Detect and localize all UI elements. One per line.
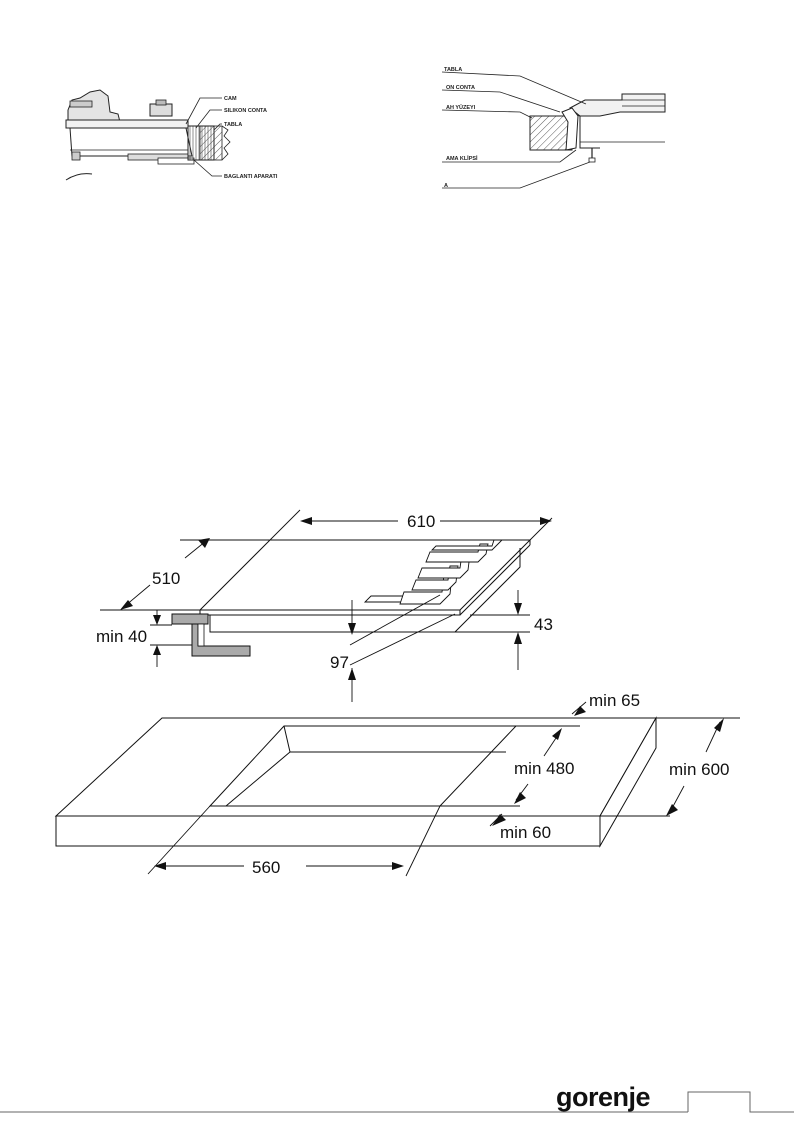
- cutout-dimension-lines: [147, 701, 740, 877]
- label-baglanti-aparati: BAGLANTI APARATI: [224, 174, 278, 180]
- dim-back-margin: min 65: [589, 691, 640, 710]
- cutout-dimension-arrows: [154, 706, 724, 870]
- label-cam: CAM: [224, 96, 237, 102]
- dim-hob-width: 610: [407, 512, 435, 531]
- dim-cutout-depth: min 480: [514, 759, 574, 778]
- label-tabla-left: TABLA: [224, 122, 242, 128]
- dim-inner-height: 97: [330, 653, 349, 672]
- brand-logo: gorenje: [556, 1082, 651, 1112]
- label-tabla-right: TABLA: [444, 67, 462, 73]
- dim-worktop-depth: min 600: [669, 760, 729, 779]
- dim-cutout-width: 560: [252, 858, 280, 877]
- hob-dimension-lines: [100, 509, 553, 702]
- worktop-cutout-drawing: [54, 716, 657, 848]
- dim-hob-height: 43: [534, 615, 553, 634]
- label-bottom: A: [444, 183, 448, 189]
- hob-perspective-drawing: [171, 539, 532, 657]
- dim-hob-depth: 510: [152, 569, 180, 588]
- label-ama-klipsi: AMA KLİPSİ: [446, 155, 478, 162]
- label-silikon-conta: SILIKON CONTA: [224, 108, 267, 114]
- dim-front-margin: min 60: [500, 823, 551, 842]
- page-footer: gorenje: [0, 1082, 794, 1113]
- label-ah-yuzeyi: AH YÜZEYI: [446, 104, 476, 111]
- dim-min-below: min 40: [96, 627, 147, 646]
- hob-dimension-arrows: [120, 517, 552, 680]
- hob-edge-section-left: CAM SILIKON CONTA TABLA BAGLANTI APARATI: [65, 89, 278, 181]
- hob-edge-section-right: TABLA ON CONTA AH YÜZEYI AMA KLİPSİ A: [441, 67, 666, 189]
- label-on-conta: ON CONTA: [446, 85, 475, 91]
